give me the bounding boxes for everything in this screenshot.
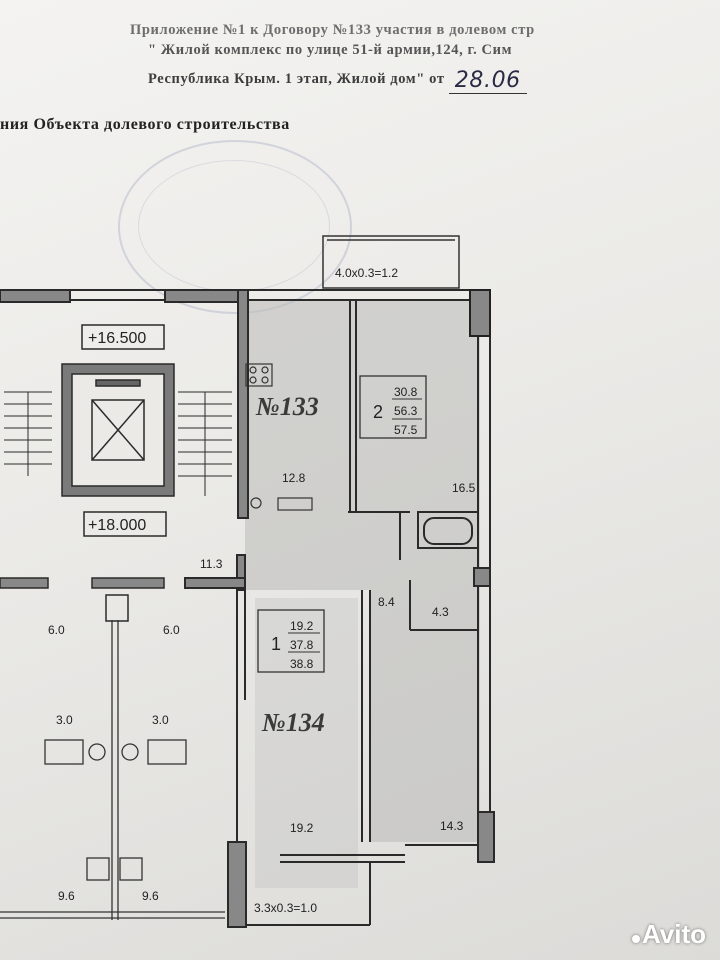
room-area-bathroom: 4.3 <box>432 605 449 619</box>
stove-icon <box>245 363 273 387</box>
room-area-living: 14.3 <box>440 819 464 833</box>
sink-icon <box>250 497 313 511</box>
avito-watermark-text: Avito <box>641 919 706 949</box>
apt133-total: 56.3 <box>394 404 418 418</box>
avito-watermark: Avito <box>631 919 706 950</box>
apartment-shading <box>237 300 480 888</box>
apt134-total: 37.8 <box>290 638 314 652</box>
apt133-living: 30.8 <box>394 385 418 399</box>
walls <box>0 289 495 928</box>
area-left-6: 9.6 <box>142 889 159 903</box>
bathroom-fixtures <box>0 620 225 920</box>
apt133-label: №133 <box>256 392 319 421</box>
area-left-2: 6.0 <box>163 623 180 637</box>
header-line-4: ния Объекта долевого строительства <box>0 116 290 133</box>
area-left-5: 9.6 <box>58 889 75 903</box>
room-area-corridor: 8.4 <box>378 595 395 609</box>
avito-logo-icon <box>631 935 640 943</box>
area-left-3: 3.0 <box>56 713 73 727</box>
stamp-seal <box>118 140 352 314</box>
room-area-bedroom: 16.5 <box>452 481 476 495</box>
stair-core <box>0 324 232 622</box>
apt133-total-balcony: 57.5 <box>394 423 418 437</box>
elevation-mid: +18.000 <box>88 517 146 534</box>
apt133-tag <box>359 375 427 439</box>
apt134-rooms: 1 <box>271 634 281 654</box>
room-area-kitchen: 12.8 <box>282 471 306 485</box>
room-area-apt134: 19.2 <box>290 821 314 835</box>
balcony-top <box>322 235 460 289</box>
area-left-4: 3.0 <box>152 713 169 727</box>
apt134-total-balcony: 38.8 <box>290 657 314 671</box>
balcony-top-area: 4.0x0.3=1.2 <box>335 266 398 280</box>
apt133-rooms: 2 <box>373 402 383 422</box>
area-left-1: 6.0 <box>48 623 65 637</box>
apt134-tag <box>257 609 325 673</box>
room-area-hall: 11.3 <box>200 557 223 571</box>
apt134-label: №134 <box>262 708 325 737</box>
elevation-top: +16.500 <box>88 330 146 347</box>
header-line-2: " Жилой комплекс по улице 51-й армии,124… <box>148 42 513 58</box>
header-line-3-text: Республика Крым. 1 этап, Жилой дом" от <box>148 71 445 87</box>
apt134-living: 19.2 <box>290 619 314 633</box>
header-line-3: Республика Крым. 1 этап, Жилой дом" от 2… <box>148 64 720 94</box>
balcony-bottom-area: 3.3x0.3=1.0 <box>254 901 317 915</box>
contract-date: 28.06 <box>448 68 527 94</box>
header-line-1: Приложение №1 к Договору №133 участия в … <box>130 22 535 38</box>
